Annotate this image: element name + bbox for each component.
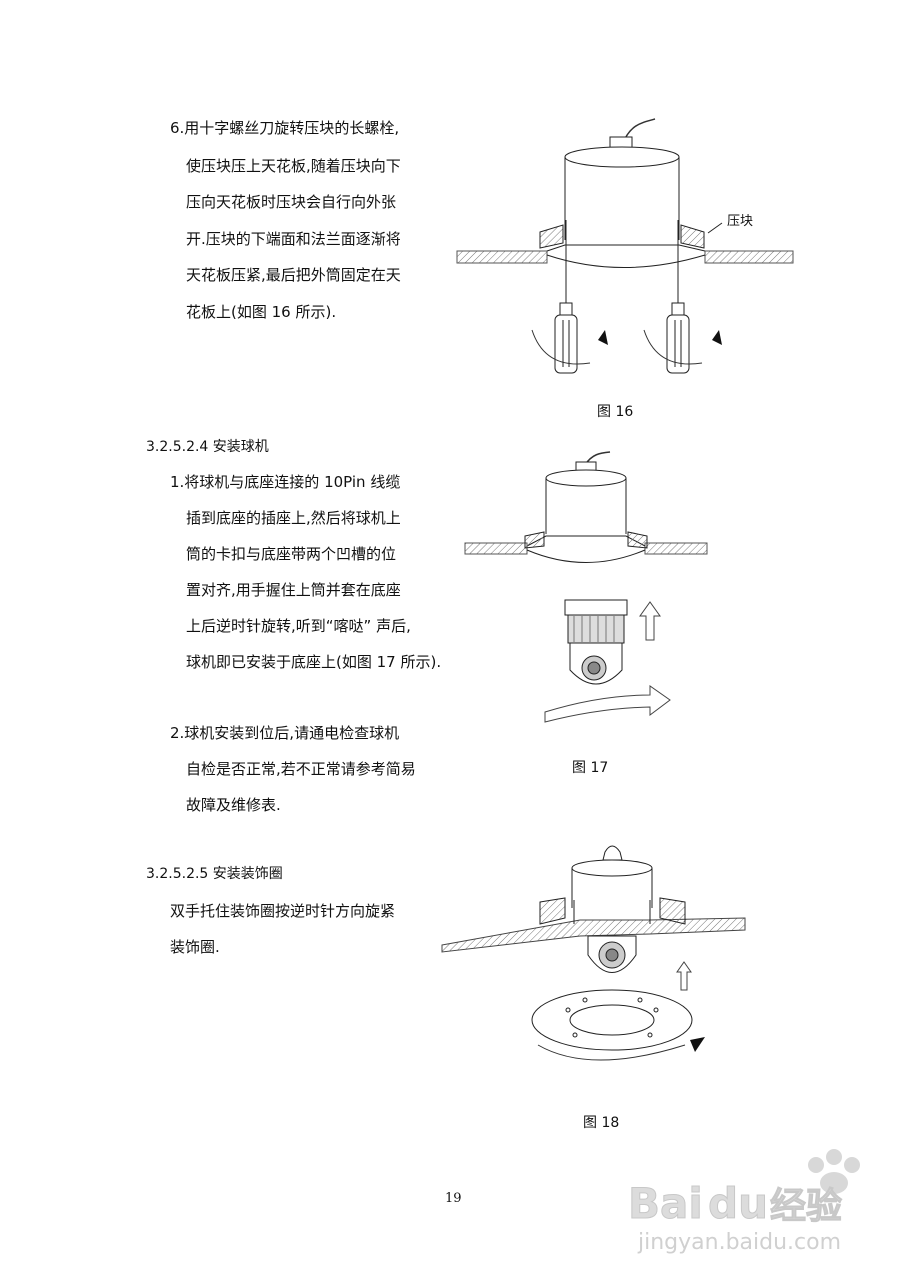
- step2-line-1: 2.球机安装到位后,请通电检查球机: [170, 724, 400, 742]
- figure-16-caption: 图 16: [597, 404, 634, 420]
- step2-line-3: 故障及维修表.: [186, 796, 281, 814]
- para-6-line-6: 花板上(如图 16 所示).: [186, 303, 337, 321]
- figure-17-illustration: [464, 451, 708, 723]
- para-6-line-1: 6.用十字螺丝刀旋转压块的长螺栓,: [170, 119, 400, 137]
- para-6-line-3: 压向天花板时压块会自行向外张: [186, 193, 397, 211]
- step1-line-5: 上后逆时针旋转,听到“喀哒” 声后,: [186, 617, 411, 635]
- section-heading-install-dome: 3.2.5.2.4 安装球机: [146, 439, 269, 455]
- figure-18-caption: 图 18: [583, 1115, 620, 1131]
- page-number: 19: [445, 1191, 462, 1206]
- svg-text:jingyan.baidu.com: jingyan.baidu.com: [637, 1230, 841, 1255]
- trim-ring-line-2: 装饰圈.: [170, 938, 220, 956]
- step1-line-6: 球机即已安装于底座上(如图 17 所示).: [186, 653, 442, 671]
- step1-line-1: 1.将球机与底座连接的 10Pin 线缆: [170, 473, 401, 491]
- svg-text:Bai: Bai: [628, 1179, 703, 1228]
- figure-16-label-block: 压块: [727, 214, 754, 229]
- para-6-line-2: 使压块压上天花板,随着压块向下: [186, 157, 401, 175]
- step1-line-3: 筒的卡扣与底座带两个凹槽的位: [186, 545, 397, 563]
- svg-text:du: du: [708, 1179, 768, 1228]
- figure-16-illustration: [456, 118, 794, 374]
- figure-18-illustration: [441, 845, 746, 1061]
- figure-17-caption: 图 17: [572, 760, 609, 776]
- para-6-line-4: 开.压块的下端面和法兰面逐渐将: [186, 230, 401, 248]
- step1-line-2: 插到底座的插座上,然后将球机上: [186, 509, 401, 527]
- section-heading-install-trim-ring: 3.2.5.2.5 安装装饰圈: [146, 866, 283, 882]
- para-6-line-5: 天花板压紧,最后把外筒固定在天: [186, 266, 401, 284]
- trim-ring-line-1: 双手托住装饰圈按逆时针方向旋紧: [170, 902, 396, 920]
- step2-line-2: 自检是否正常,若不正常请参考简易: [186, 760, 416, 778]
- baidu-jingyan-watermark: Bai du 经验 jingyan.baidu.com: [628, 1149, 860, 1255]
- svg-text:经验: 经验: [770, 1186, 842, 1227]
- step1-line-4: 置对齐,用手握住上筒并套在底座: [186, 581, 401, 599]
